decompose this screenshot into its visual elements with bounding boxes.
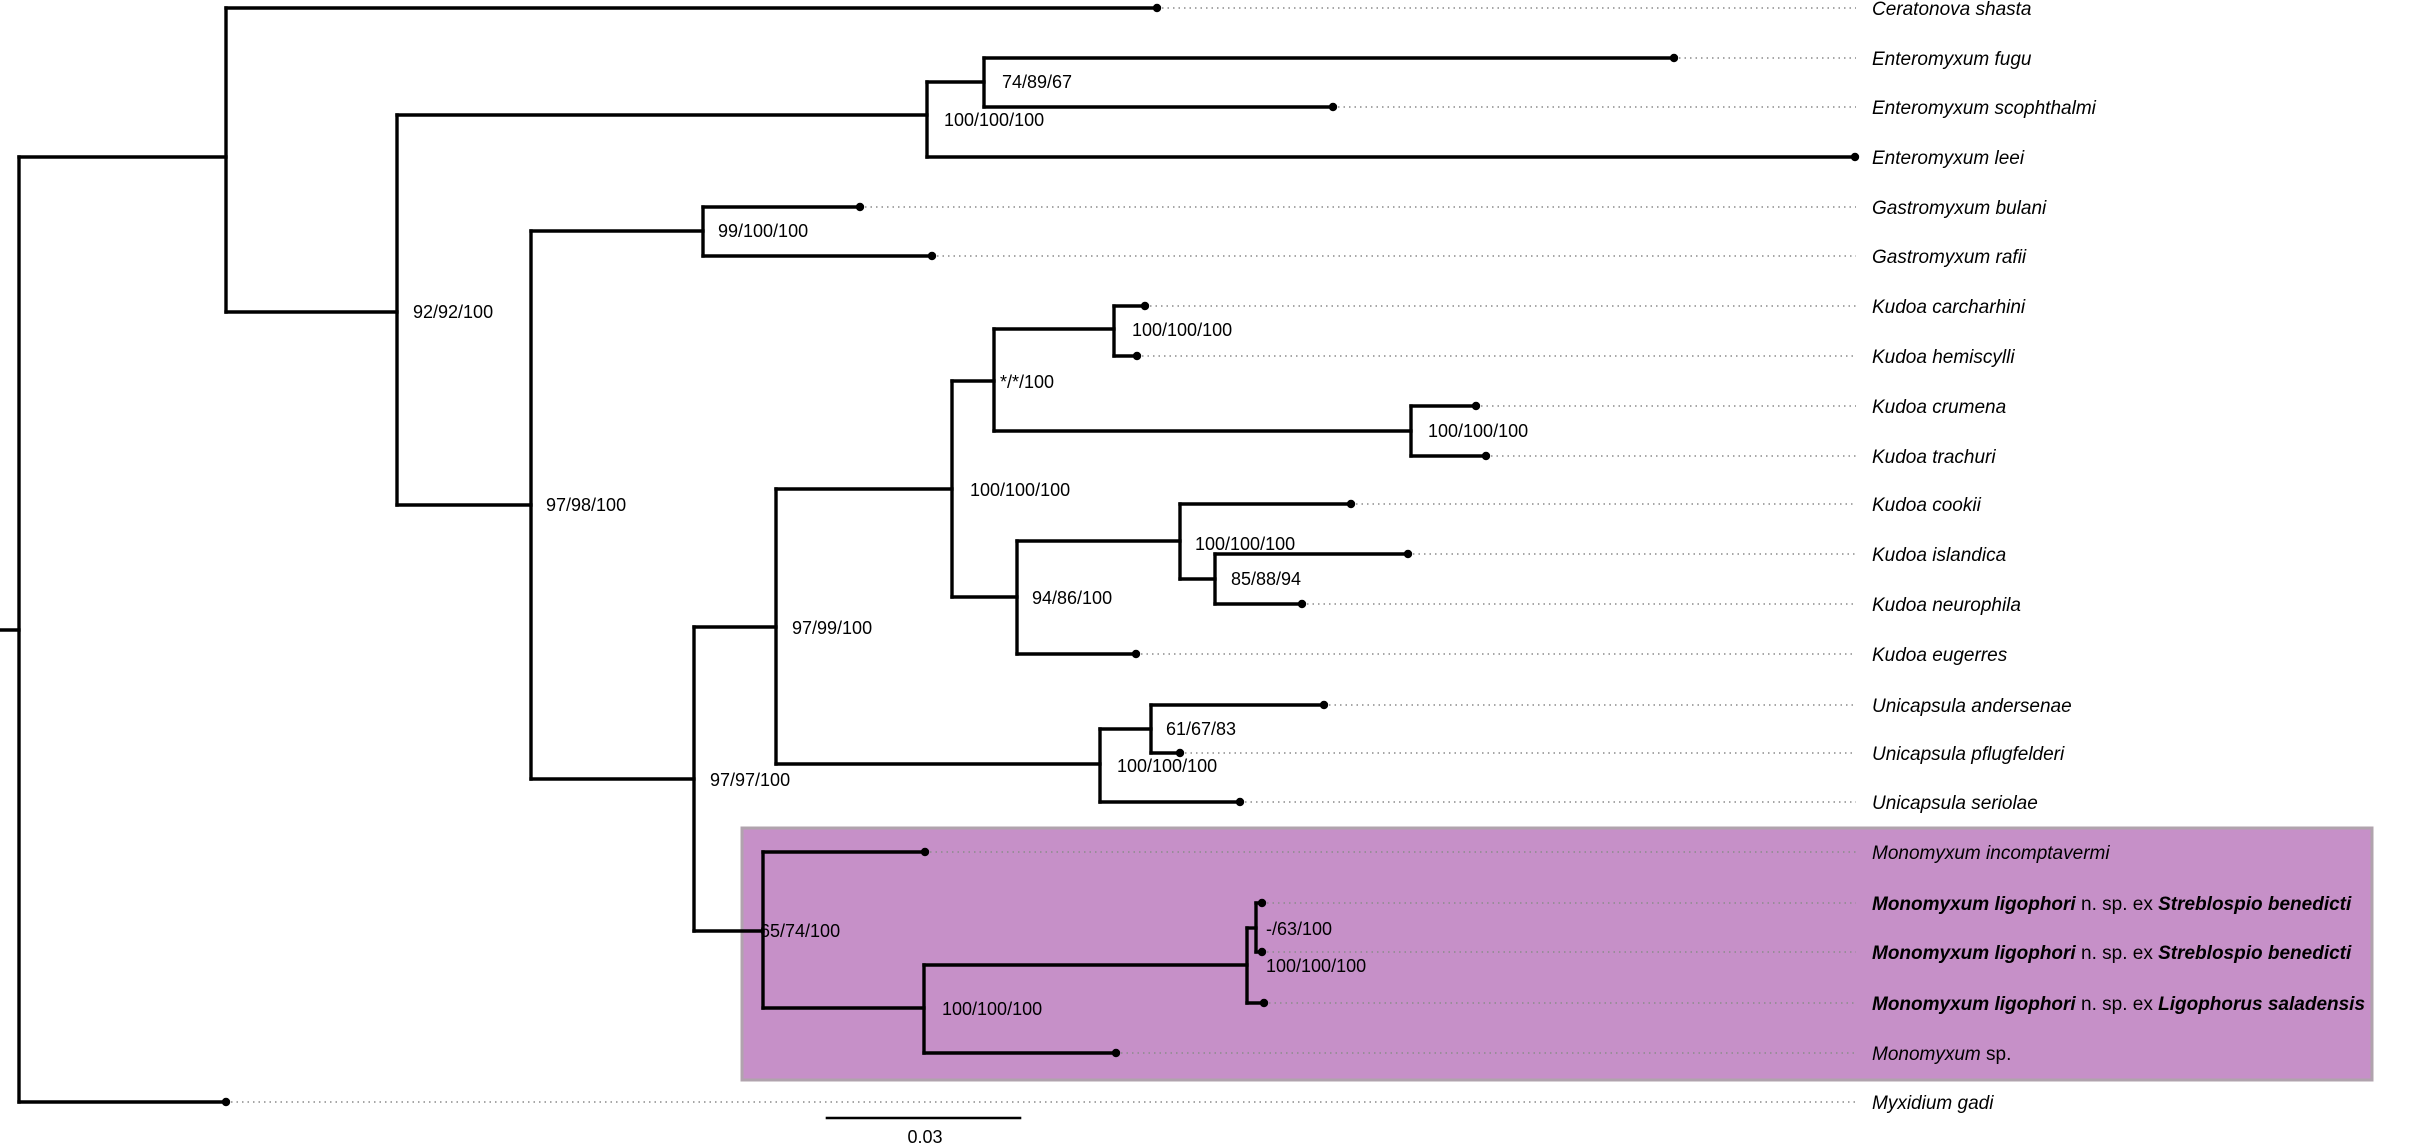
tip-kudoa-neurophila	[1297, 599, 1307, 609]
taxon-label-kudoa-crumena: Kudoa crumena	[1872, 397, 2006, 418]
tip-monomyxum-incomptavermi	[920, 847, 930, 857]
support-labels: 74/89/67 100/100/100 99/100/100 92/92/100 97…	[413, 72, 1528, 1019]
support-node-ingroup-b: 97/98/100	[546, 495, 626, 515]
taxon-label-kudoa-carcharhini: Kudoa carcharhini	[1872, 297, 2026, 318]
support-node-kudoa-carch-hemi: 100/100/100	[1132, 320, 1232, 340]
tip-enteromyxum-fugu	[1669, 53, 1679, 63]
tip-kudoa-islandica	[1403, 549, 1413, 559]
tip-unicapsula-andersenae	[1319, 700, 1329, 710]
taxon-label-ceratonova-shasta: Ceratonova shasta	[1872, 0, 2032, 20]
taxon-label-myxidium-gadi: Myxidium gadi	[1872, 1093, 1994, 1114]
tip-myxidium-gadi	[221, 1097, 231, 1107]
taxon-label-kudoa-cookii: Kudoa cookii	[1872, 495, 1982, 516]
support-node-ingroup-a: 92/92/100	[413, 302, 493, 322]
tip-kudoa-trachuri	[1481, 451, 1491, 461]
support-node-kudoa-unicapsula: 97/99/100	[792, 618, 872, 638]
tip-kudoa-crumena	[1471, 401, 1481, 411]
support-node-ligophori-streblospio: -/63/100	[1266, 919, 1332, 939]
tip-monomyxum-ligophori-streblospio-2	[1257, 947, 1267, 957]
tip-markers	[221, 3, 1860, 1107]
taxon-label-kudoa-trachuri: Kudoa trachuri	[1872, 447, 1996, 468]
tip-monomyxum-ligophori-ligophorus	[1259, 998, 1269, 1008]
tip-kudoa-eugerres	[1131, 649, 1141, 659]
support-node-kudoa-crumena-trachuri: 100/100/100	[1428, 421, 1528, 441]
support-node-enteromyxum: 100/100/100	[944, 110, 1044, 130]
taxon-label-kudoa-neurophila: Kudoa neurophila	[1872, 595, 2021, 616]
tip-kudoa-carcharhini	[1140, 301, 1150, 311]
scale-bar-label: 0.03	[907, 1127, 942, 1144]
taxon-label-gastromyxum-rafii: Gastromyxum rafii	[1872, 247, 2027, 268]
taxon-label-gastromyxum-bulani: Gastromyxum bulani	[1872, 198, 2047, 219]
support-node-ligophori-monomyxum-sp: 100/100/100	[942, 999, 1042, 1019]
taxon-label-enteromyxum-fugu: Enteromyxum fugu	[1872, 49, 2032, 70]
taxon-label-monomyxum-incomptavermi: Monomyxum incomptavermi	[1872, 843, 2110, 864]
tip-gastromyxum-rafii	[927, 251, 937, 261]
taxon-label-enteromyxum-leei: Enteromyxum leei	[1872, 148, 2025, 169]
support-node-kudoa-group2: 94/86/100	[1032, 588, 1112, 608]
support-node-multivalvulida-monomyxum: 97/97/100	[710, 770, 790, 790]
monomyxum-clade-highlight	[740, 826, 2374, 1082]
taxon-label-kudoa-eugerres: Kudoa eugerres	[1872, 645, 2008, 666]
tip-leader-lines	[231, 7, 1856, 1103]
taxon-label-monomyxum-ligophori-streblospio-2: Monomyxum ligophori n. sp. ex Streblospi…	[1872, 943, 2352, 964]
tip-enteromyxum-leei	[1850, 152, 1860, 162]
support-node-kudoa-cookii-group: 100/100/100	[1195, 534, 1295, 554]
taxon-label-unicapsula-andersenae: Unicapsula andersenae	[1872, 696, 2072, 717]
tip-monomyxum-sp	[1111, 1048, 1121, 1058]
tip-ceratonova-shasta	[1152, 3, 1162, 13]
taxon-label-unicapsula-pflugfelderi: Unicapsula pflugfelderi	[1872, 744, 2065, 765]
tip-enteromyxum-scophthalmi	[1328, 102, 1338, 112]
tip-gastromyxum-bulani	[855, 202, 865, 212]
support-node-enteromyxum-fugu-scoph: 74/89/67	[1002, 72, 1072, 92]
support-node-monomyxum: 65/74/100	[760, 921, 840, 941]
support-node-kudoa-group1: */*/100	[1000, 372, 1054, 392]
support-node-kudoa-isl-neuro: 85/88/94	[1231, 569, 1301, 589]
support-node-kudoa: 100/100/100	[970, 480, 1070, 500]
tip-kudoa-cookii	[1346, 499, 1356, 509]
taxon-label-kudoa-islandica: Kudoa islandica	[1872, 545, 2006, 566]
taxon-label-unicapsula-seriolae: Unicapsula seriolae	[1872, 793, 2038, 814]
tip-kudoa-hemiscylli	[1132, 351, 1142, 361]
taxon-label-monomyxum-ligophori-ligophorus: Monomyxum ligophori n. sp. ex Ligophorus…	[1872, 994, 2365, 1015]
tip-monomyxum-ligophori-streblospio-1	[1257, 898, 1267, 908]
taxon-label-enteromyxum-scophthalmi: Enteromyxum scophthalmi	[1872, 98, 2097, 119]
support-node-gastromyxum: 99/100/100	[718, 221, 808, 241]
taxon-label-monomyxum-ligophori-streblospio-1: Monomyxum ligophori n. sp. ex Streblospi…	[1872, 894, 2352, 915]
taxon-label-kudoa-hemiscylli: Kudoa hemiscylli	[1872, 347, 2015, 368]
support-node-unicapsula: 100/100/100	[1117, 756, 1217, 776]
support-node-ligophori: 100/100/100	[1266, 956, 1366, 976]
support-node-unicapsula-and-pflug: 61/67/83	[1166, 719, 1236, 739]
scale-bar: 0.03	[825, 1116, 1022, 1144]
taxon-label-monomyxum-sp: Monomyxum sp.	[1872, 1044, 2011, 1065]
tip-unicapsula-seriolae	[1235, 797, 1245, 807]
tip-unicapsula-pflugfelderi	[1175, 748, 1185, 758]
tree-branches	[0, 6, 1857, 1104]
